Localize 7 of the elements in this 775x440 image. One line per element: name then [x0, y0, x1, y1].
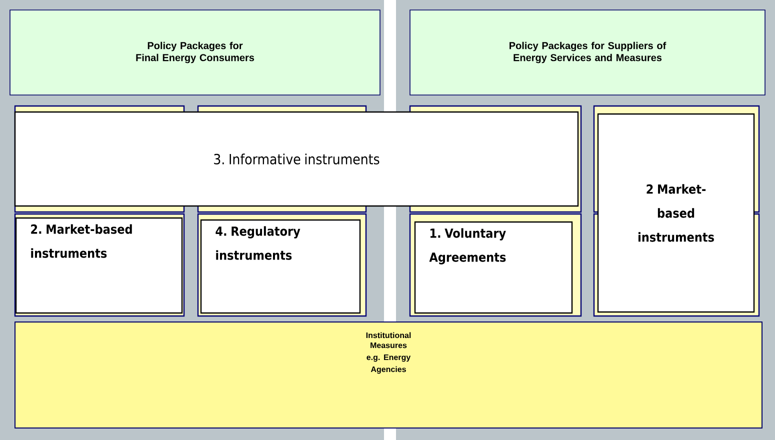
instrument-box: 4. Regulatory instruments	[200, 219, 361, 314]
measures-box: Institutional Measures e.g. Energy Agencies	[14, 322, 762, 428]
instrument-box: 2 Market-based instruments	[597, 113, 755, 313]
instrument-box: 1. Voluntary Agreements	[414, 221, 573, 314]
instrument-box: 2. Market-based instruments	[15, 217, 183, 314]
heading-box: Policy Packages for Final Energy Consumers	[10, 10, 380, 96]
heading-box: Policy Packages for Suppliers of Energy Services and Measures	[410, 10, 766, 96]
